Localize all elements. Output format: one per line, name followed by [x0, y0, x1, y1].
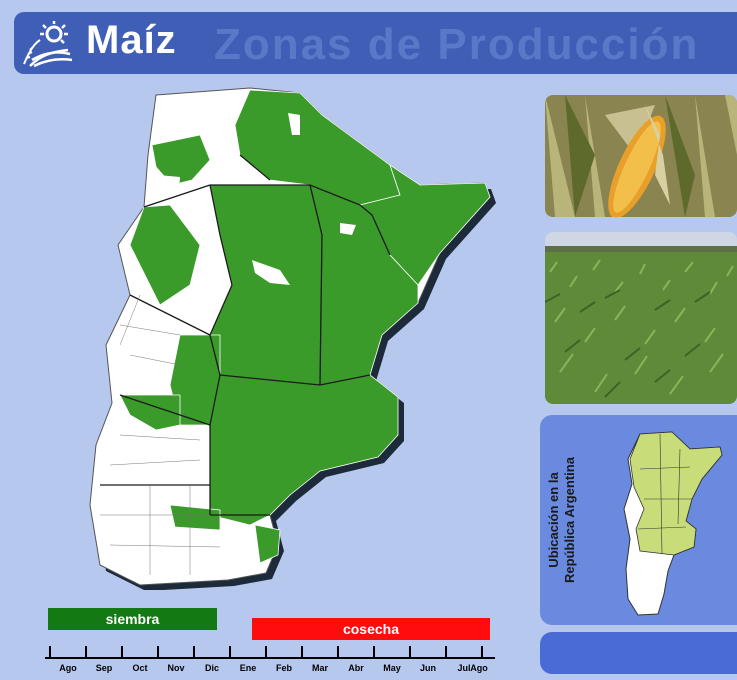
month-label: Jun — [419, 663, 436, 673]
location-label-line1: Ubicación en la — [546, 472, 561, 568]
month-timeline: Ago Sep Oct Nov Dic Ene Feb Mar Abr May … — [40, 640, 500, 680]
zone-south-west — [119, 394, 181, 431]
zone-west-center — [129, 204, 201, 306]
zone-coast — [254, 524, 281, 564]
page-title: Maíz — [86, 18, 177, 62]
sun-wheat-icon — [23, 21, 73, 68]
month-label: Ago — [59, 663, 77, 673]
month-label: Ene — [239, 663, 257, 673]
month-label: Abr — [348, 663, 364, 673]
page-subtitle: Zonas de Producción — [214, 20, 700, 69]
location-label: Ubicación en la República Argentina — [546, 425, 578, 615]
cosecha-bar: cosecha — [252, 618, 490, 640]
zone-south-small — [169, 504, 221, 531]
month-label: Sep — [95, 663, 113, 673]
zone-pampa — [209, 374, 399, 526]
header-banner: Zonas de Producción Maíz — [14, 12, 737, 74]
corn-cob-photo — [545, 95, 737, 217]
month-label: May — [383, 663, 401, 673]
zone-northwest — [151, 134, 211, 186]
siembra-bar: siembra — [48, 608, 217, 630]
corn-field-photo — [545, 232, 737, 404]
month-label: Jul — [457, 663, 471, 673]
month-label: Nov — [167, 663, 185, 673]
month-label: Dic — [204, 663, 219, 673]
location-panel: Ubicación en la República Argentina — [540, 415, 737, 625]
argentina-production-map — [89, 87, 496, 590]
location-label-line2: República Argentina — [562, 457, 577, 583]
month-label: Oct — [132, 663, 148, 673]
month-label: Ago — [470, 663, 488, 673]
month-label: Mar — [311, 663, 328, 673]
month-label: Feb — [275, 663, 292, 673]
bottom-panel — [540, 632, 737, 674]
argentina-locator-minimap — [623, 431, 723, 616]
